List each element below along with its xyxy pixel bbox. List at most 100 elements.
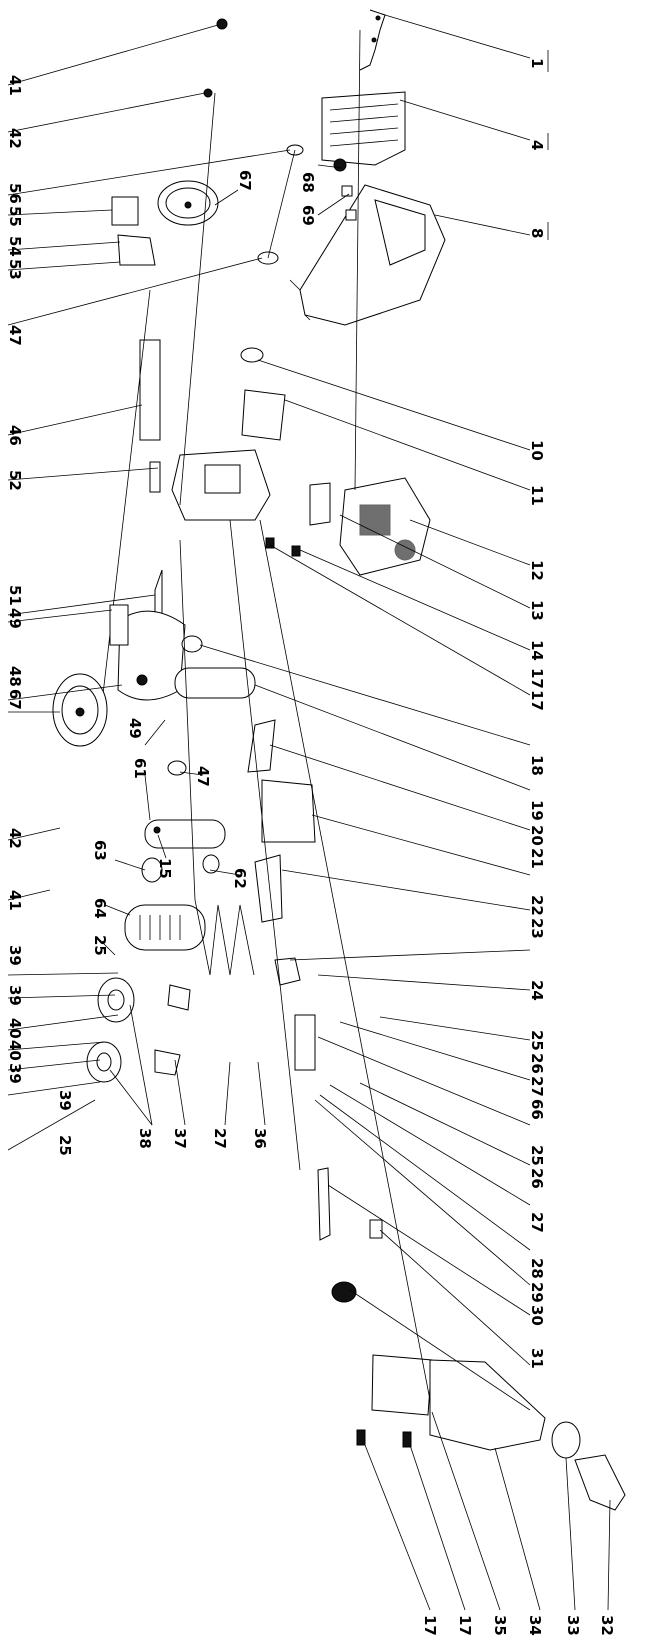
callout-69: 69	[299, 205, 317, 226]
callout-41-b: 41	[6, 890, 24, 911]
callout-47-a: 47	[6, 325, 24, 346]
callout-51: 51	[6, 585, 24, 606]
callout-47-b: 47	[194, 766, 212, 787]
part-26-axle	[294, 1014, 316, 1071]
callout-39-c: 39	[6, 1063, 24, 1084]
callout-26-b: 26	[528, 1168, 546, 1189]
part-29-bracket	[317, 1167, 331, 1241]
callout-38: 38	[136, 1128, 154, 1149]
callout-4: 4	[528, 140, 546, 150]
callout-14: 14	[528, 640, 546, 661]
part-41-cap-top	[216, 18, 228, 30]
callout-63: 63	[91, 840, 109, 861]
part-39-caster-lower	[86, 1041, 181, 1083]
callout-53: 53	[6, 259, 24, 280]
part-24-plate	[274, 957, 301, 986]
callout-64: 64	[91, 898, 109, 919]
callout-49-a: 49	[6, 608, 24, 629]
part-42-nut-top	[203, 88, 213, 98]
part-22-23-bracket	[254, 854, 283, 923]
callout-62: 62	[231, 868, 249, 889]
part-47-bearing-low	[167, 760, 187, 776]
part-34-chute	[429, 1359, 546, 1451]
part-35-chute-flange	[371, 1354, 433, 1416]
callout-37: 37	[171, 1128, 189, 1149]
callout-32: 32	[598, 1615, 616, 1636]
callout-56: 56	[6, 183, 24, 204]
callout-17-d: 17	[456, 1615, 474, 1636]
part-62-pulley	[202, 854, 220, 874]
callout-13: 13	[528, 600, 546, 621]
part-30-clip	[369, 1219, 383, 1239]
part-15-washer	[153, 826, 161, 834]
callout-25-a: 25	[528, 1030, 546, 1051]
callout-27-a: 27	[528, 1076, 546, 1097]
callout-42-a: 42	[6, 128, 24, 149]
callout-67-top: 67	[236, 170, 254, 191]
zigzag-line	[194, 899, 255, 976]
callout-23: 23	[528, 918, 546, 939]
part-56-box	[111, 196, 139, 226]
assembly-lines	[179, 29, 431, 1401]
callout-33: 33	[564, 1615, 582, 1636]
middle-leader-lines	[99, 164, 350, 1126]
part-46-shaft	[99, 289, 161, 721]
callout-39-b: 39	[6, 985, 24, 1006]
part-48-drum	[109, 604, 186, 701]
callout-25-left: 25	[56, 1135, 74, 1156]
part-21-plate	[261, 779, 316, 843]
part-64-cover	[124, 904, 206, 951]
callout-21: 21	[528, 848, 546, 869]
callout-42-b: 42	[6, 828, 24, 849]
part-67-top-wheel	[157, 180, 219, 226]
callout-39-d: 39	[56, 1090, 74, 1111]
left-leader-lines	[7, 24, 291, 1151]
part-68-knob	[333, 158, 347, 172]
callout-40-a: 40	[6, 1018, 24, 1039]
part-12-engine	[339, 477, 431, 576]
part-1-bracket	[359, 9, 386, 71]
part-69-clamp	[341, 185, 357, 221]
part-8-hopper	[289, 184, 446, 326]
part-17-springs-bottom	[356, 1429, 412, 1448]
part-4-grate	[321, 91, 406, 166]
callout-17-b: 17	[528, 690, 546, 711]
callout-25-mid: 25	[91, 935, 109, 956]
callout-66: 66	[528, 1099, 546, 1120]
callout-52: 52	[6, 470, 24, 491]
callout-15: 15	[156, 858, 174, 879]
callout-67-a: 67	[6, 689, 24, 710]
callout-11: 11	[528, 485, 546, 506]
callout-55: 55	[6, 206, 24, 227]
part-14-spring	[265, 537, 301, 557]
part-39-caster-upper	[97, 977, 191, 1023]
callout-26-a: 26	[528, 1053, 546, 1074]
part-20-bracket	[247, 719, 276, 773]
part-63-pulley	[141, 857, 163, 883]
callout-17-c: 17	[421, 1615, 439, 1636]
callout-31: 31	[528, 1348, 546, 1369]
callout-18: 18	[528, 755, 546, 776]
callout-25-b: 25	[528, 1145, 546, 1166]
callout-20: 20	[528, 825, 546, 846]
callout-61: 61	[131, 758, 149, 779]
part-55-54-53-bracket	[117, 234, 156, 266]
callout-39-a: 39	[6, 945, 24, 966]
part-31-knob	[331, 1281, 357, 1303]
callout-8: 8	[528, 228, 546, 238]
part-47-bearing-top	[257, 144, 304, 265]
callout-68: 68	[299, 172, 317, 193]
callout-40-b: 40	[6, 1040, 24, 1061]
part-52-housing	[149, 449, 271, 521]
callout-27-mid: 27	[211, 1128, 229, 1149]
part-33-collar	[551, 1421, 581, 1459]
callout-36: 36	[251, 1128, 269, 1149]
callout-28: 28	[528, 1258, 546, 1279]
callout-19: 19	[528, 800, 546, 821]
part-18-pulley	[181, 635, 203, 653]
callout-35: 35	[491, 1615, 509, 1636]
callout-29: 29	[528, 1282, 546, 1303]
part-32-nozzle	[574, 1454, 626, 1511]
callout-22: 22	[528, 895, 546, 916]
